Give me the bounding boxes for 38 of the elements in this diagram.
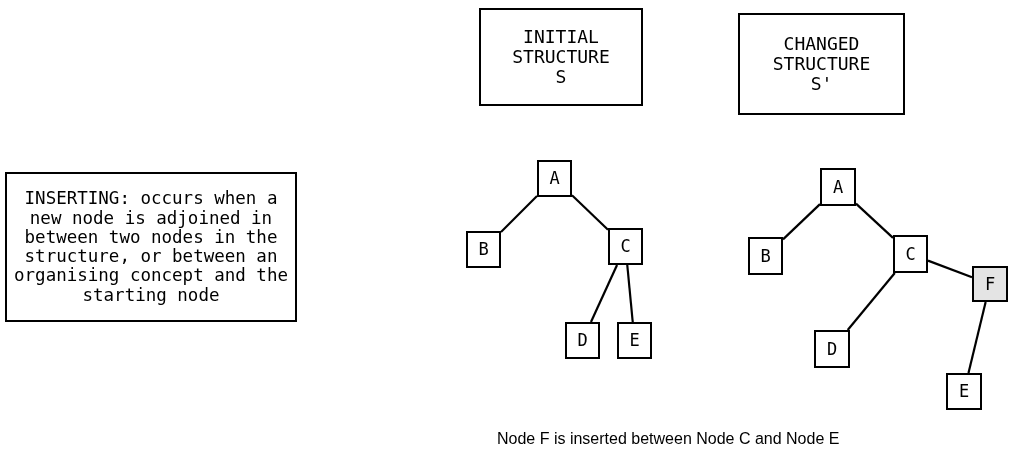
title-box bbox=[738, 13, 905, 115]
connector-line bbox=[500, 195, 538, 233]
connector-line bbox=[626, 264, 634, 323]
tree-node bbox=[748, 237, 783, 275]
connector-line bbox=[846, 272, 896, 331]
tree-node bbox=[814, 330, 850, 368]
node-letter: B bbox=[760, 246, 771, 266]
tree-node bbox=[466, 231, 501, 268]
connector-line bbox=[967, 301, 987, 374]
definition-box bbox=[5, 172, 297, 322]
node-letter: D bbox=[826, 339, 838, 359]
tree-node bbox=[565, 322, 600, 359]
node-letter: D bbox=[577, 331, 588, 350]
connector-line bbox=[855, 202, 894, 239]
connector-line bbox=[782, 203, 821, 241]
connector-line bbox=[571, 194, 609, 231]
tree-node bbox=[972, 266, 1008, 302]
tree-node bbox=[617, 322, 652, 359]
node-letter: A bbox=[549, 169, 560, 188]
tree-node bbox=[608, 228, 643, 265]
connector-line bbox=[589, 264, 619, 323]
connector-line bbox=[927, 259, 973, 279]
definition-text: INSERTING: occurs when a new node is adjoined in between two nodes in the structure, or between an organising concept and the starting node bbox=[13, 189, 289, 305]
node-letter: E bbox=[958, 382, 970, 401]
tree-node bbox=[893, 235, 928, 273]
node-letter: A bbox=[832, 177, 844, 197]
tree-node bbox=[537, 160, 572, 197]
title-box bbox=[479, 8, 643, 106]
node-letter: B bbox=[478, 240, 489, 259]
title-text: CHANGED STRUCTURE S' bbox=[771, 34, 872, 94]
node-letter: E bbox=[629, 331, 640, 350]
tree-node bbox=[820, 168, 856, 206]
node-letter: F bbox=[984, 274, 996, 294]
tree-node bbox=[946, 373, 982, 410]
caption: Node F is inserted between Node C and Node E bbox=[497, 430, 840, 448]
node-letter: C bbox=[620, 237, 631, 256]
node-letter: C bbox=[905, 244, 916, 264]
title-text: INITIAL STRUCTURE S bbox=[511, 27, 611, 87]
